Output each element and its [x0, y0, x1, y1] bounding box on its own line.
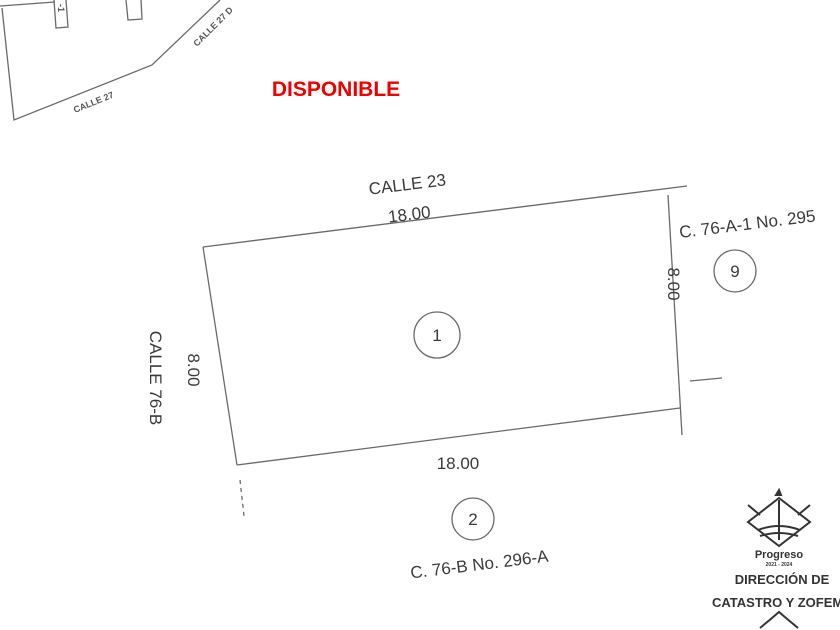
progreso-emblem-icon — [746, 487, 812, 548]
availability-status: DISPONIBLE — [272, 78, 400, 101]
lot-outline — [202, 185, 723, 517]
dimension-top: 18.00 — [387, 203, 432, 227]
neighbor-east: C. 76-A-1 No. 295 — [678, 206, 816, 242]
neighbor-south: C. 76-B No. 296-A — [409, 547, 550, 583]
svg-text:Progreso: Progreso — [755, 549, 804, 561]
street-calle-23: CALLE 23 — [368, 170, 447, 198]
dimension-right: 8.00 — [664, 267, 683, 300]
lot-label-partial: -1 — [56, 4, 66, 12]
dimension-bottom: 18.00 — [437, 454, 480, 473]
street-calle-27: CALLE 27 — [72, 90, 115, 115]
lot-marker-2: 2 — [451, 497, 495, 541]
lot-marker-1: 1 — [413, 311, 461, 359]
dimension-left: 8.00 — [184, 353, 203, 386]
seal-ornament-icon — [759, 610, 799, 629]
svg-text:2: 2 — [468, 510, 477, 529]
neighbor-block: -1 CALLE 27 CALLE 27 D — [0, 0, 235, 121]
svg-text:1: 1 — [432, 326, 441, 345]
lot-marker-9: 9 — [713, 249, 757, 293]
street-calle-76-b: CALLE 76-B — [146, 331, 165, 426]
svg-text:2021 - 2024: 2021 - 2024 — [766, 562, 793, 568]
catastro-seal: Progreso 2021 - 2024 DIRECCIÓN DE CATAST… — [712, 487, 840, 629]
svg-text:9: 9 — [730, 262, 739, 281]
street-calle-27-d: CALLE 27 D — [191, 5, 235, 49]
seal-line-2: CATASTRO Y ZOFEMAT — [712, 595, 840, 610]
seal-line-1: DIRECCIÓN DE — [735, 572, 830, 587]
